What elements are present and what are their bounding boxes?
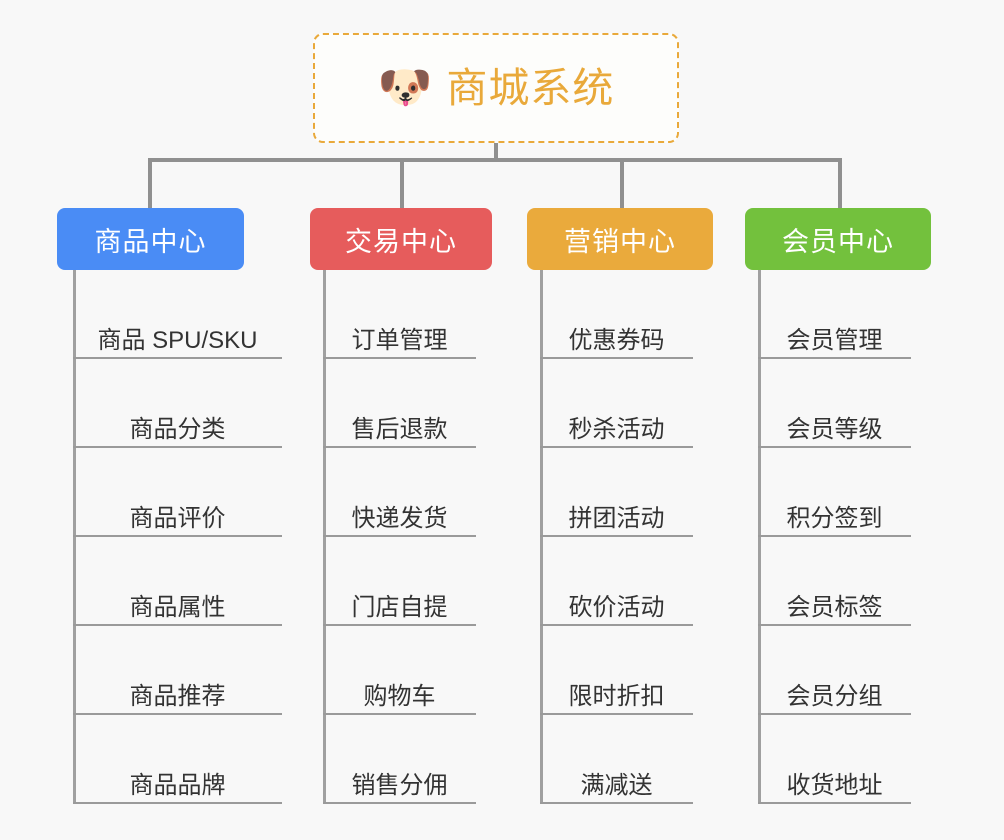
drop-connector-1: [148, 158, 152, 210]
root-title: 商城系统: [446, 64, 615, 111]
leaf-item[interactable]: 秒杀活动: [540, 359, 693, 448]
leaf-item-label: 门店自提: [351, 593, 448, 621]
leaf-item-underline: [540, 713, 693, 715]
leaf-item[interactable]: 拼团活动: [540, 448, 693, 537]
leaf-item[interactable]: 优惠券码: [540, 270, 693, 359]
leaf-item[interactable]: 满减送: [540, 715, 693, 804]
leaf-item-label: 订单管理: [351, 326, 448, 354]
leaf-item[interactable]: 销售分佣: [323, 715, 476, 804]
shiba-dog-icon: 🐶: [377, 63, 433, 112]
category-header-member-center[interactable]: 会员中心: [745, 208, 931, 270]
leaf-item-label: 商品 SPU/SKU: [97, 326, 258, 354]
leaf-item[interactable]: 商品分类: [73, 359, 282, 448]
leaf-item-label: 收货地址: [786, 771, 883, 799]
leaf-item-underline: [758, 624, 911, 626]
leaf-item-underline: [540, 535, 693, 537]
leaf-item[interactable]: 售后退款: [323, 359, 476, 448]
leaf-spine-connector: [540, 270, 543, 804]
leaf-item[interactable]: 会员分组: [758, 626, 911, 715]
leaf-item-label: 快递发货: [351, 504, 448, 532]
leaf-item-label: 购物车: [363, 682, 436, 710]
leaf-item-underline: [323, 357, 476, 359]
leaf-item-underline: [323, 624, 476, 626]
leaf-item-label: 售后退款: [351, 415, 448, 443]
leaf-item-label: 限时折扣: [568, 682, 665, 710]
leaf-item[interactable]: 商品属性: [73, 537, 282, 626]
leaf-item-underline: [758, 357, 911, 359]
leaf-item-label: 商品品牌: [129, 771, 226, 799]
leaf-item[interactable]: 砍价活动: [540, 537, 693, 626]
root-node[interactable]: 🐶 商城系统: [313, 33, 679, 143]
leaf-list-member-center: 会员管理会员等级积分签到会员标签会员分组收货地址: [758, 270, 911, 804]
category-header-label: 营销中心: [564, 226, 676, 257]
category-header-marketing-center[interactable]: 营销中心: [527, 208, 713, 270]
leaf-item[interactable]: 收货地址: [758, 715, 911, 804]
drop-connector-3: [620, 158, 624, 210]
leaf-item-underline: [540, 802, 693, 804]
drop-connector-4: [838, 158, 842, 210]
leaf-item[interactable]: 会员标签: [758, 537, 911, 626]
leaf-item[interactable]: 积分签到: [758, 448, 911, 537]
leaf-item-underline: [540, 446, 693, 448]
leaf-item-label: 拼团活动: [568, 504, 665, 532]
leaf-item-label: 会员标签: [786, 593, 883, 621]
leaf-item-underline: [73, 713, 282, 715]
leaf-item-underline: [323, 713, 476, 715]
leaf-item-label: 商品分类: [129, 415, 226, 443]
leaf-list-trade-center: 订单管理售后退款快递发货门店自提购物车销售分佣: [323, 270, 476, 804]
leaf-item-underline: [323, 446, 476, 448]
leaf-item[interactable]: 订单管理: [323, 270, 476, 359]
leaf-item-label: 商品属性: [129, 593, 226, 621]
leaf-item[interactable]: 会员管理: [758, 270, 911, 359]
leaf-spine-connector: [323, 270, 326, 804]
leaf-list-marketing-center: 优惠券码秒杀活动拼团活动砍价活动限时折扣满减送: [540, 270, 693, 804]
category-header-label: 交易中心: [345, 226, 457, 257]
leaf-item-underline: [323, 535, 476, 537]
leaf-item-underline: [73, 535, 282, 537]
leaf-list-product-center: 商品 SPU/SKU 商品分类商品评价商品属性商品推荐商品品牌: [73, 270, 282, 804]
category-header-trade-center[interactable]: 交易中心: [310, 208, 492, 270]
leaf-item-underline: [758, 802, 911, 804]
drop-connector-2: [400, 158, 404, 210]
leaf-item-underline: [540, 624, 693, 626]
leaf-item-label: 秒杀活动: [568, 415, 665, 443]
leaf-item-label: 商品评价: [129, 504, 226, 532]
leaf-item-underline: [758, 713, 911, 715]
leaf-item[interactable]: 商品品牌: [73, 715, 282, 804]
leaf-item-label: 积分签到: [786, 504, 883, 532]
leaf-item-label: 满减送: [580, 771, 653, 799]
leaf-item-underline: [323, 802, 476, 804]
leaf-item-underline: [73, 802, 282, 804]
root-stem-connector: [494, 143, 498, 162]
leaf-item-underline: [73, 357, 282, 359]
leaf-item-label: 砍价活动: [568, 593, 665, 621]
leaf-item-label: 优惠券码: [568, 326, 665, 354]
leaf-item[interactable]: 商品评价: [73, 448, 282, 537]
horizontal-bus-connector: [150, 158, 842, 162]
leaf-item[interactable]: 门店自提: [323, 537, 476, 626]
leaf-item[interactable]: 快递发货: [323, 448, 476, 537]
leaf-item-label: 会员管理: [786, 326, 883, 354]
leaf-spine-connector: [758, 270, 761, 804]
leaf-item-underline: [73, 624, 282, 626]
category-header-product-center[interactable]: 商品中心: [57, 208, 244, 270]
leaf-item-label: 销售分佣: [351, 771, 448, 799]
leaf-item[interactable]: 商品推荐: [73, 626, 282, 715]
leaf-item-label: 商品推荐: [129, 682, 226, 710]
leaf-item-underline: [540, 357, 693, 359]
leaf-spine-connector: [73, 270, 76, 804]
leaf-item[interactable]: 商品 SPU/SKU: [73, 270, 282, 359]
category-header-label: 商品中心: [94, 226, 207, 257]
leaf-item-label: 会员等级: [786, 415, 883, 443]
leaf-item[interactable]: 购物车: [323, 626, 476, 715]
leaf-item-underline: [73, 446, 282, 448]
leaf-item-underline: [758, 535, 911, 537]
category-header-label: 会员中心: [782, 226, 894, 257]
leaf-item-underline: [758, 446, 911, 448]
leaf-item-label: 会员分组: [786, 682, 883, 710]
leaf-item[interactable]: 限时折扣: [540, 626, 693, 715]
leaf-item[interactable]: 会员等级: [758, 359, 911, 448]
